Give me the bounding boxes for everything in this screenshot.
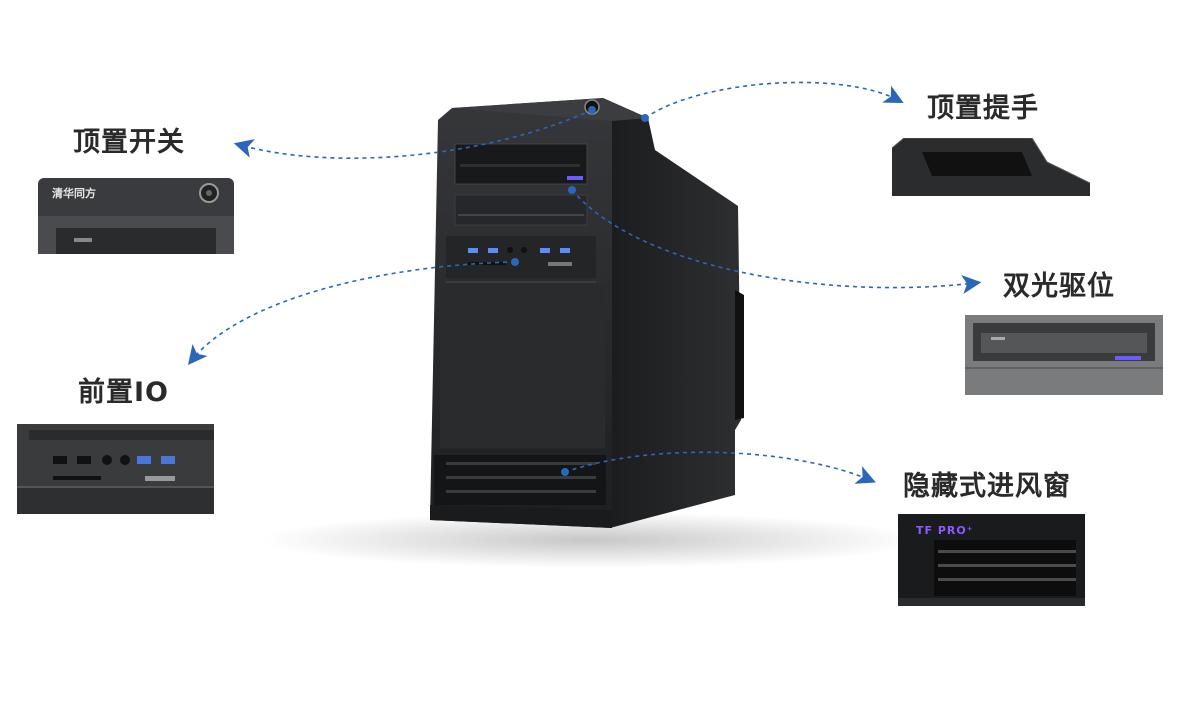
arrow-vent: [564, 451, 876, 484]
label-top-switch: 顶置开关: [73, 127, 185, 158]
label-top-handle: 顶置提手: [927, 93, 1039, 124]
label-dual-optical-bay: 双光驱位: [1003, 271, 1115, 302]
vent-badge-text: TF PRO⁺: [916, 524, 974, 537]
thumb-hidden-vent: TF PRO⁺: [898, 514, 1085, 606]
thumb-front-io: [17, 424, 214, 514]
label-hidden-vent: 隐藏式进风窗: [903, 471, 1071, 502]
arrow-front-io: [187, 261, 516, 365]
led-indicator: [567, 176, 583, 180]
thumb-dual-optical-bay: [965, 315, 1163, 395]
thumb-top-switch: 清华同方: [38, 178, 234, 254]
label-front-io: 前置IO: [78, 377, 169, 408]
brand-logo-text: 清华同方: [52, 187, 96, 200]
thumb-top-handle: [892, 138, 1090, 196]
arrow-top-switch: [233, 109, 593, 159]
arrow-top-handle: [644, 81, 904, 119]
arrow-optical-bay: [571, 189, 982, 295]
